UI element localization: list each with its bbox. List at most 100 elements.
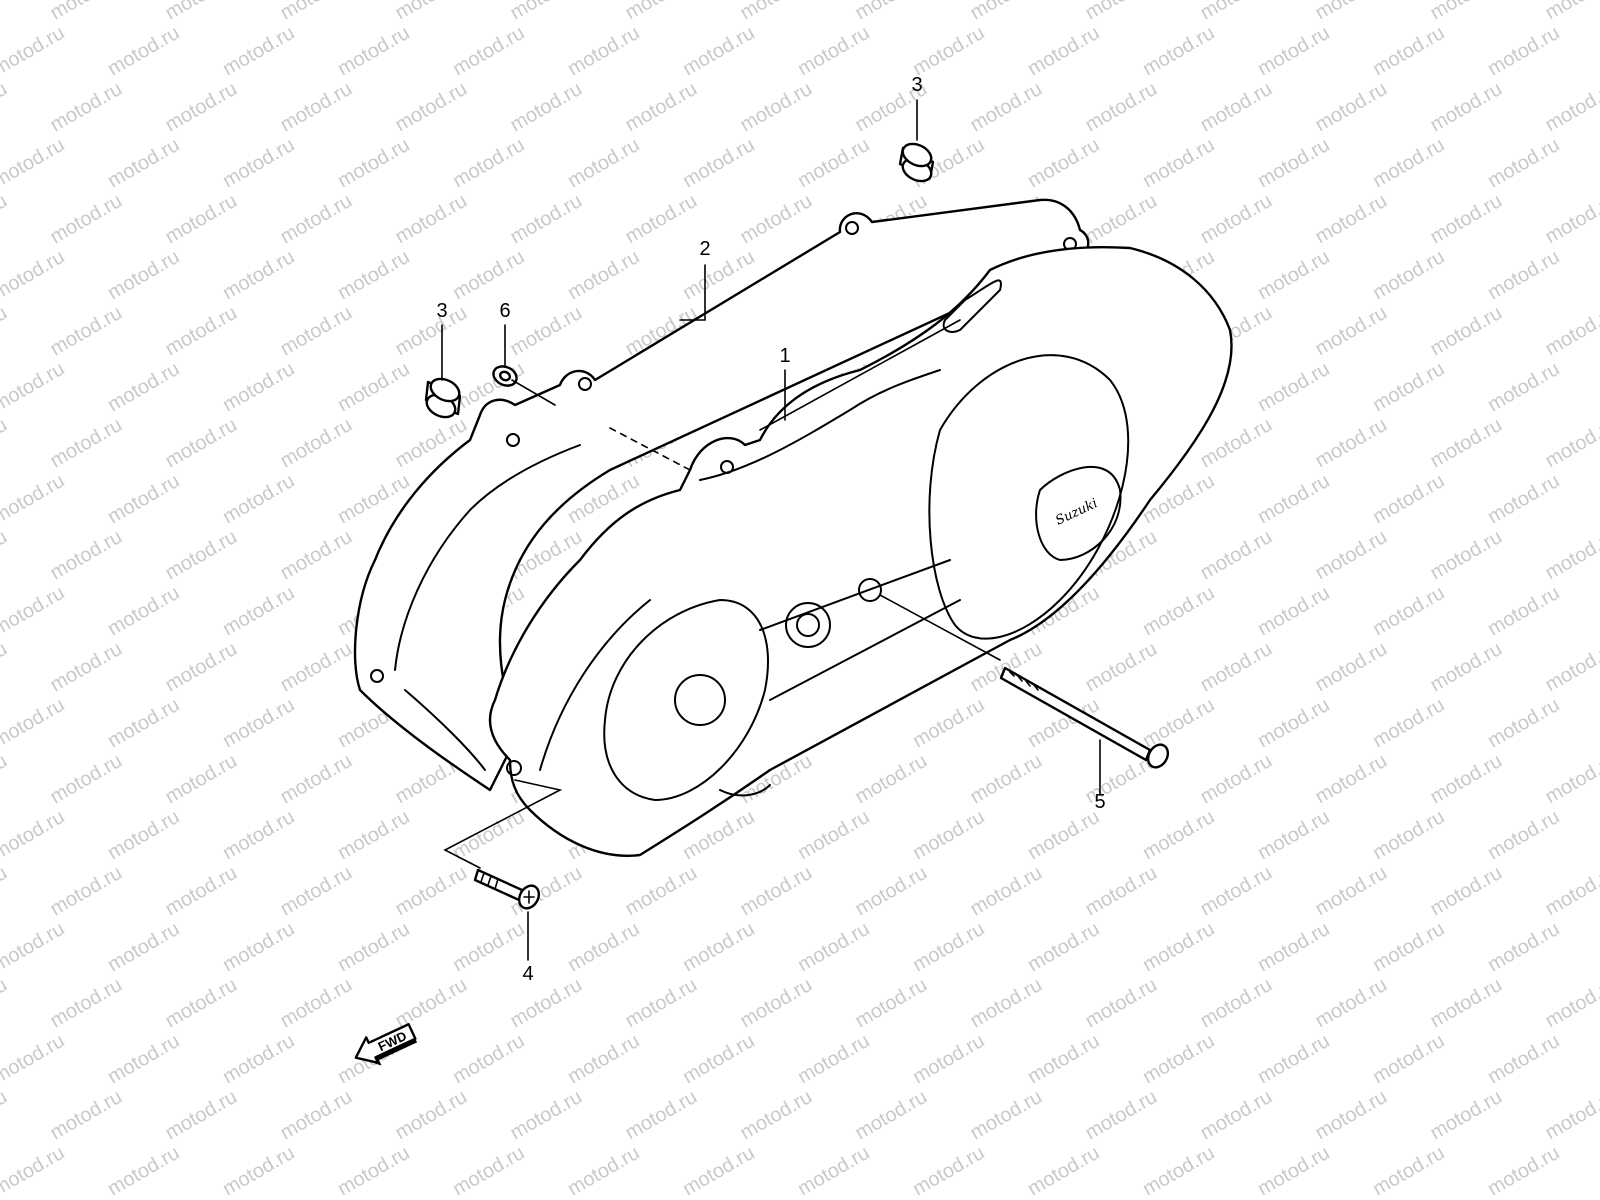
dowel-pin-part-3-top[interactable] [898, 140, 935, 186]
watermark-text: motod.ru [1082, 638, 1161, 697]
callout-label-6: 6 [499, 300, 510, 322]
watermark-text: motod.ru [1024, 134, 1103, 193]
watermark-text: motod.ru [0, 358, 68, 417]
watermark-text: motod.ru [1197, 526, 1276, 585]
watermark-text: motod.ru [1312, 414, 1391, 473]
watermark-text: motod.ru [1082, 974, 1161, 1033]
watermark-text: motod.ru [1082, 78, 1161, 137]
watermark-text: motod.ru [392, 302, 471, 361]
watermark-text: motod.ru [679, 918, 758, 977]
dowel-pin-part-3-left[interactable] [423, 375, 463, 422]
watermark-text: motod.ru [219, 806, 298, 865]
watermark-text: motod.ru [1254, 806, 1333, 865]
watermark-text: motod.ru [0, 414, 11, 473]
watermark-text: motod.ru [1542, 750, 1600, 809]
watermark-text: motod.ru [737, 862, 816, 921]
watermark-text: motod.ru [1542, 638, 1600, 697]
watermark-text: motod.ru [909, 694, 988, 753]
watermark-text: motod.ru [1254, 358, 1333, 417]
watermark-text: motod.ru [449, 918, 528, 977]
callout-label-5: 5 [1094, 791, 1105, 813]
watermark-text: motod.ru [104, 358, 183, 417]
watermark-text: motod.ru [909, 22, 988, 81]
watermark-text: motod.ru [334, 918, 413, 977]
watermark-text: motod.ru [104, 582, 183, 641]
watermark-text: motod.ru [449, 246, 528, 305]
watermark-text: motod.ru [1484, 1030, 1563, 1089]
watermark-text: motod.ru [1139, 918, 1218, 977]
washer-part-6[interactable] [490, 363, 519, 389]
watermark-text: motod.ru [47, 526, 126, 585]
watermark-text: motod.ru [1369, 22, 1448, 81]
long-bolt-part-5[interactable] [999, 666, 1172, 771]
watermark-text: motod.ru [219, 1142, 298, 1200]
watermark-text: motod.ru [794, 1142, 873, 1200]
callout-label-3-top: 3 [911, 74, 922, 96]
crankcase-cover-part-1[interactable]: Suzuki [488, 246, 1233, 857]
watermark-text: motod.ru [1312, 1086, 1391, 1145]
watermark-text: motod.ru [104, 134, 183, 193]
watermark-text: motod.ru [1484, 246, 1563, 305]
watermark-text: motod.ru [0, 302, 11, 361]
watermark-text: motod.ru [1542, 78, 1600, 137]
watermark-text: motod.ru [794, 806, 873, 865]
watermark-text: motod.ru [1082, 0, 1161, 24]
watermark-text: motod.ru [277, 638, 356, 697]
watermark-text: motod.ru [1427, 190, 1506, 249]
watermark-text: motod.ru [104, 246, 183, 305]
screw-part-4[interactable] [473, 868, 543, 912]
watermark-text: motod.ru [507, 302, 586, 361]
watermark-text: motod.ru [1197, 638, 1276, 697]
watermark-text: motod.ru [0, 638, 11, 697]
watermark-text: motod.ru [1197, 862, 1276, 921]
forward-direction-arrow: FWD [354, 1023, 418, 1066]
watermark-text: motod.ru [219, 918, 298, 977]
watermark-text: motod.ru [1484, 134, 1563, 193]
watermark-text: motod.ru [622, 0, 701, 24]
watermark-text: motod.ru [0, 918, 68, 977]
watermark-text: motod.ru [1254, 470, 1333, 529]
watermark-text: motod.ru [1484, 694, 1563, 753]
watermark-text: motod.ru [909, 1030, 988, 1089]
watermark-text: motod.ru [1427, 302, 1506, 361]
watermark-text: motod.ru [277, 78, 356, 137]
watermark-text: motod.ru [1254, 582, 1333, 641]
watermark-text: motod.ru [967, 862, 1046, 921]
watermark-text: motod.ru [104, 1142, 183, 1200]
watermark-text: motod.ru [277, 414, 356, 473]
watermark-text: motod.ru [47, 974, 126, 1033]
watermark-text: motod.ru [47, 0, 126, 24]
watermark-text: motod.ru [277, 190, 356, 249]
watermark-text: motod.ru [737, 78, 816, 137]
watermark-text: motod.ru [392, 974, 471, 1033]
watermark-text: motod.ru [1427, 526, 1506, 585]
watermark-text: motod.ru [219, 134, 298, 193]
watermark-text: motod.ru [967, 974, 1046, 1033]
watermark-text: motod.ru [852, 0, 931, 24]
watermark-text: motod.ru [162, 974, 241, 1033]
watermark-text: motod.ru [449, 22, 528, 81]
watermark-text: motod.ru [1484, 358, 1563, 417]
watermark-text: motod.ru [1427, 414, 1506, 473]
watermark-text: motod.ru [1139, 134, 1218, 193]
watermark-text: motod.ru [1427, 0, 1506, 24]
watermark-text: motod.ru [104, 694, 183, 753]
watermark-text: motod.ru [1369, 1030, 1448, 1089]
watermark-text: motod.ru [1197, 974, 1276, 1033]
watermark-text: motod.ru [737, 974, 816, 1033]
watermark-text: motod.ru [1427, 1086, 1506, 1145]
watermark-text: motod.ru [1369, 470, 1448, 529]
callout-label-3-left: 3 [436, 300, 447, 322]
watermark-text: motod.ru [449, 806, 528, 865]
watermark-text: motod.ru [622, 974, 701, 1033]
watermark-text: motod.ru [967, 1086, 1046, 1145]
watermark-text: motod.ru [852, 1086, 931, 1145]
watermark-text: motod.ru [162, 526, 241, 585]
watermark-text: motod.ru [392, 78, 471, 137]
watermark-text: motod.ru [564, 246, 643, 305]
watermark-text: motod.ru [0, 750, 11, 809]
watermark-text: motod.ru [219, 358, 298, 417]
watermark-text: motod.ru [1542, 526, 1600, 585]
watermark-text: motod.ru [852, 862, 931, 921]
watermark-text: motod.ru [162, 1086, 241, 1145]
